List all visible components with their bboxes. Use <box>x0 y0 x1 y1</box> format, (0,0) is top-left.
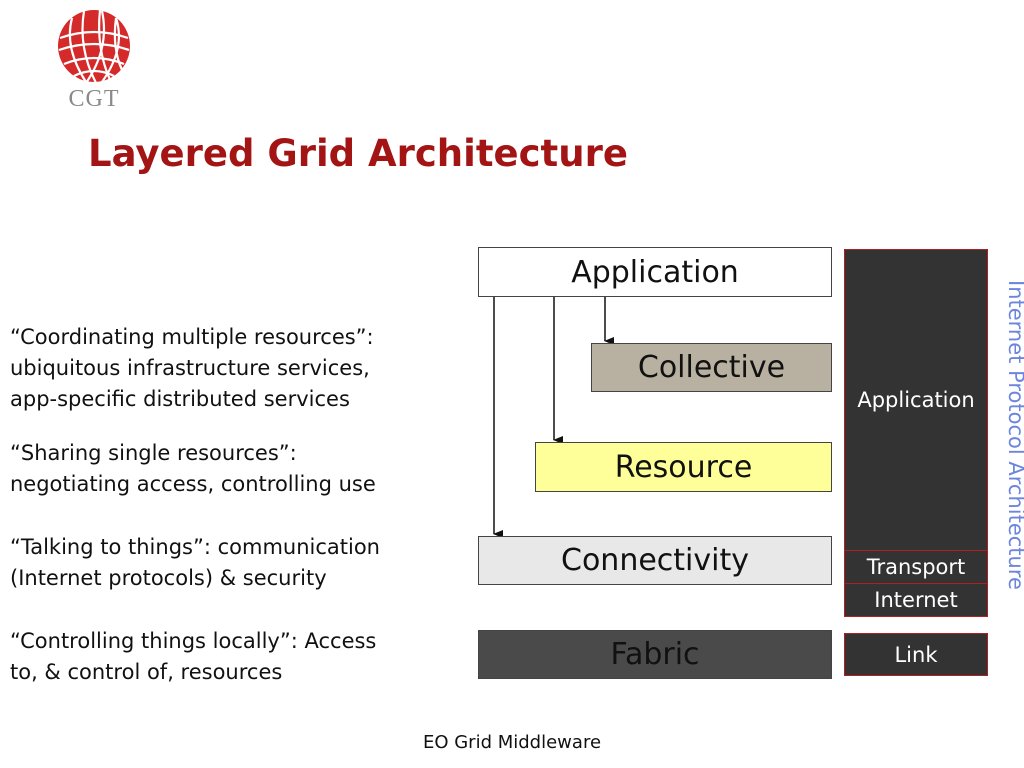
ip-layer-label: Internet <box>874 588 958 612</box>
description-connectivity: “Talking to things”: communication (Inte… <box>10 532 472 594</box>
ip-layer-label: Application <box>857 388 975 412</box>
ip-layer-application: Application <box>844 249 988 551</box>
layer-label: Application <box>571 254 739 290</box>
layer-label: Resource <box>614 449 753 485</box>
logo-text: CGT <box>68 86 120 112</box>
layer-application: Application <box>478 247 832 297</box>
description-collective: “Coordinating multiple resources”: ubiqu… <box>10 322 472 415</box>
description-resource: “Sharing single resources”: negotiating … <box>10 438 472 500</box>
description-line: negotiating access, controlling use <box>10 472 376 496</box>
layer-resource: Resource <box>535 442 832 492</box>
ip-layer-label: Link <box>894 642 938 667</box>
ip-layer-link: Link <box>844 633 988 676</box>
description-line: (Internet protocols) & security <box>10 566 327 590</box>
layer-label: Fabric <box>610 637 700 672</box>
description-line: “Controlling things locally”: Access <box>10 629 377 653</box>
layer-label: Collective <box>637 350 786 385</box>
slide-title: Layered Grid Architecture <box>88 132 628 175</box>
description-line: ubiquitous infrastructure services, <box>10 356 370 380</box>
layer-connectivity: Connectivity <box>478 536 832 585</box>
ip-layer-internet: Internet <box>844 583 988 617</box>
description-line: “Talking to things”: communication <box>10 535 380 559</box>
ip-layer-transport: Transport <box>844 550 988 584</box>
cgt-globe-logo-icon <box>58 9 130 84</box>
layer-fabric: Fabric <box>478 630 832 679</box>
layer-label: Connectivity <box>561 543 749 578</box>
ip-architecture-label: Internet Protocol Architecture <box>1004 280 1024 590</box>
description-line: “Sharing single resources”: <box>10 441 297 465</box>
slide-footer: EO Grid Middleware <box>422 732 602 753</box>
description-line: “Coordinating multiple resources”: <box>10 325 374 349</box>
description-line: to, & control of, resources <box>10 660 283 684</box>
layer-collective: Collective <box>591 343 832 392</box>
description-line: app-specific distributed services <box>10 387 350 411</box>
description-fabric: “Controlling things locally”: Access to,… <box>10 626 472 688</box>
ip-layer-label: Transport <box>866 555 966 579</box>
